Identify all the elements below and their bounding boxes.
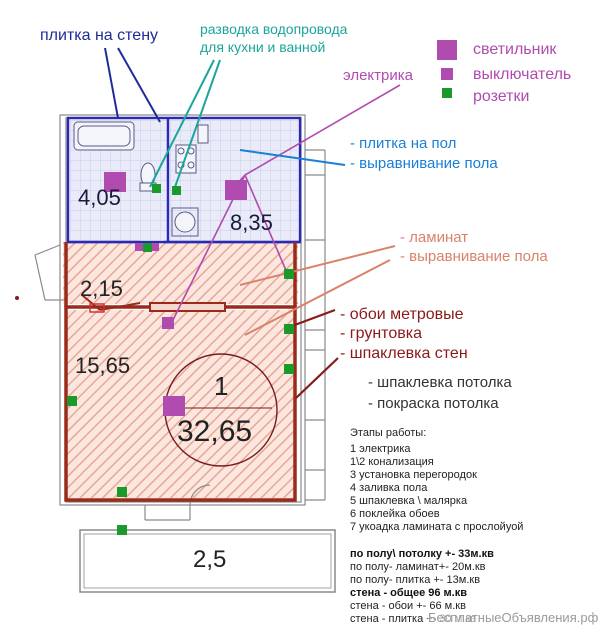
callout-wall-2: - грунтовка <box>340 325 422 342</box>
laminate-area-hall <box>63 242 298 304</box>
balcony-area: 2,5 <box>193 546 227 573</box>
stage-item: 7 укоадка ламината с прослойуой <box>350 521 524 533</box>
total-area: 32,65 <box>177 415 253 448</box>
callout-plumbing-1: разводка водопровода <box>200 21 348 37</box>
stage-item: 3 установка перегородок <box>350 469 477 481</box>
stage-item: 5 шпаклевка \ малярка <box>350 495 468 507</box>
stage-item: 4 заливка пола <box>350 482 428 494</box>
callout-wall-3: - шпаклевка стен <box>340 345 468 362</box>
balcony <box>79 529 336 593</box>
legend-lamp-icon <box>437 40 457 60</box>
legend-switch-icon <box>441 68 453 80</box>
legend-lamp-label: светильник <box>473 41 557 58</box>
quantity-item: стена - плитка +- 30 м.кв <box>350 613 476 625</box>
room-number: 1 <box>214 371 229 401</box>
callout-laminate-2: - выравнивание пола <box>400 248 548 265</box>
stages-title: Этапы работы: <box>350 427 427 439</box>
callout-ceiling-1: - шпаклевка потолка <box>368 374 512 391</box>
stage-item: 6 поклейка обоев <box>350 508 440 520</box>
stage-item: 1 электрика <box>350 443 411 455</box>
stage-item: 1\2 конализация <box>350 456 434 468</box>
quantity-item: по полу- ламинат+- 20м.кв <box>350 561 486 573</box>
room-bath-area: 4,05 <box>78 185 121 210</box>
callout-floor-tile-1: - плитка на пол <box>350 135 457 152</box>
callout-wall-1: - обои метровые <box>340 306 464 323</box>
quantity-item: по полу- плитка +- 13м.кв <box>350 574 481 586</box>
callout-electrical: электрика <box>343 67 413 84</box>
callout-ceiling-2: - покраска потолка <box>368 395 499 412</box>
callout-floor-tile-2: - выравнивание пола <box>350 155 498 172</box>
callout-wall-tile: плитка на стену <box>40 27 159 44</box>
watermark: БесплатныеОбъявления.рф <box>428 610 599 625</box>
room-kitchen-area: 8,35 <box>230 210 273 235</box>
callout-laminate-1: - ламинат <box>400 229 469 246</box>
callout-plumbing-2: для кухни и ванной <box>200 39 326 55</box>
quantity-item: стена - обои +- 66 м.кв <box>350 600 466 612</box>
quantity-item: по полу\ потолку +- 33м.кв <box>350 548 494 560</box>
legend-switch-label: выключатель <box>473 66 572 83</box>
legend-socket-label: розетки <box>473 88 530 105</box>
room-living-area: 15,65 <box>75 353 131 378</box>
room-hall-area: 2,15 <box>80 276 123 301</box>
quantity-item: стена - общее 96 м.кв <box>350 587 467 599</box>
legend-socket-icon <box>442 88 452 98</box>
